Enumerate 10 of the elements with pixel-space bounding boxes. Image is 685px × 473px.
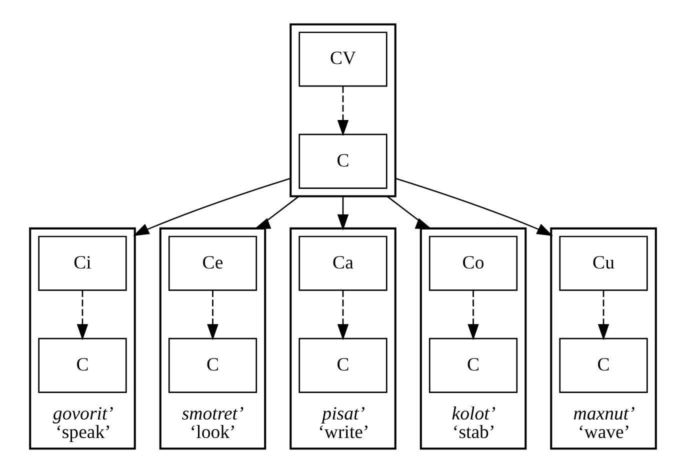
node-label: smotret’	[181, 403, 244, 424]
node-label: maxnut’	[572, 403, 634, 424]
node-label: ‘stab’	[452, 422, 495, 444]
node-label: govorit’	[52, 403, 113, 424]
node-label: ‘write’	[318, 422, 369, 444]
node-label: pisat’	[322, 403, 364, 424]
node-label: ‘look’	[189, 422, 236, 444]
node-label: kolot’	[451, 403, 496, 424]
node-label: ‘speak’	[55, 422, 110, 444]
node-label: ‘wave’	[578, 422, 630, 444]
